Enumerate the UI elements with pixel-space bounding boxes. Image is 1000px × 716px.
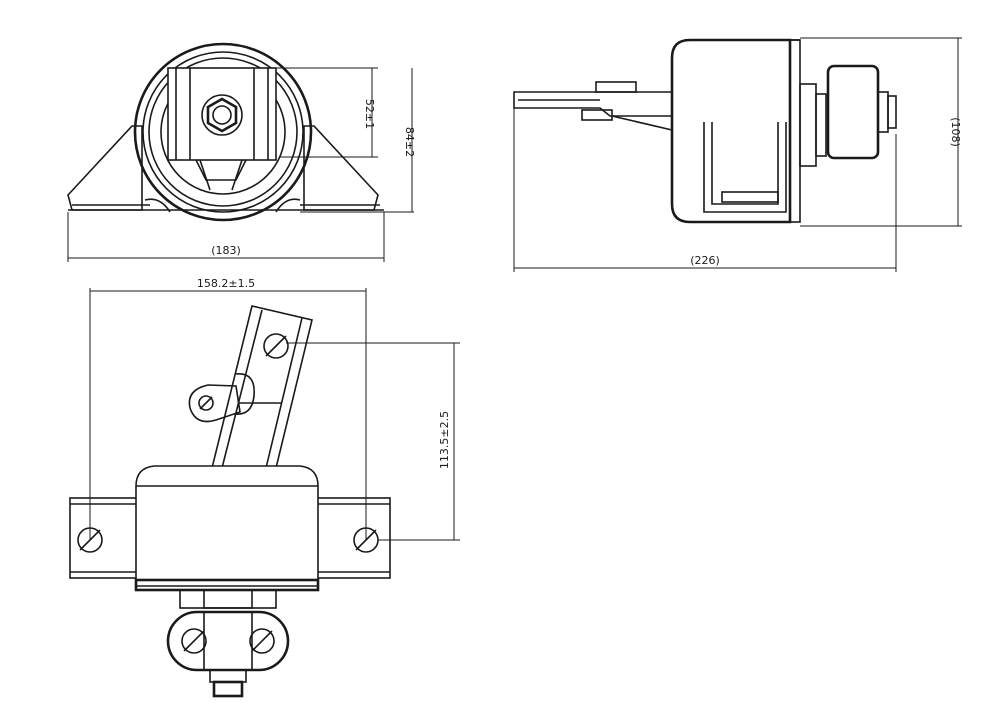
front-view: 52±1 84±2 (183) [67, 42, 416, 262]
dim-width: (183) [211, 244, 241, 257]
top-view: 158.2±1.5 113.5±2.5 [69, 277, 460, 698]
side-view: (108) (226) [513, 37, 962, 272]
dim-side-height: (108) [949, 117, 962, 147]
dim-height-small: 52±1 [363, 99, 376, 129]
dim-side-length: (226) [690, 254, 720, 267]
dim-hole-spacing: 158.2±1.5 [197, 277, 255, 290]
dim-height-total: 84±2 [403, 127, 416, 157]
dim-offset: 113.5±2.5 [438, 411, 451, 469]
